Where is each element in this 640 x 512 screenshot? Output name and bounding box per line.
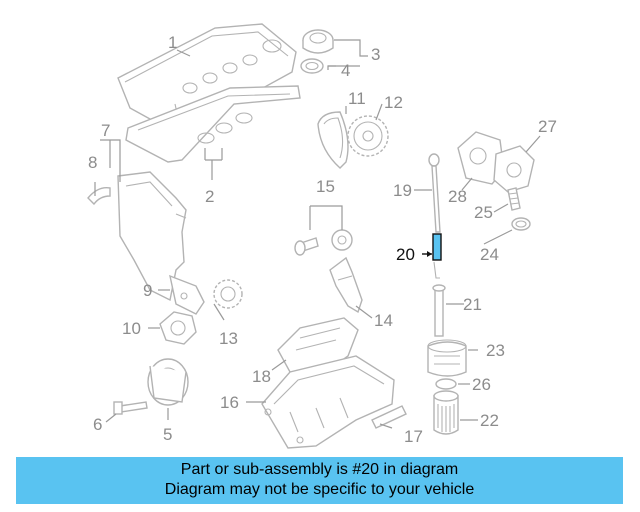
pressure-relief-spring bbox=[507, 187, 521, 211]
callout-10: 10 bbox=[122, 319, 141, 338]
timing-cover bbox=[117, 171, 187, 302]
callout-4: 4 bbox=[341, 61, 350, 80]
callout-11: 11 bbox=[348, 89, 366, 108]
callout-1: 1 bbox=[168, 33, 177, 52]
callout-20: 20 bbox=[396, 245, 415, 264]
filler-cap-seal bbox=[300, 58, 324, 74]
info-banner: Part or sub-assembly is #20 in diagram D… bbox=[16, 457, 623, 504]
callout-22: 22 bbox=[480, 411, 499, 430]
callout-21: 21 bbox=[463, 295, 482, 314]
timing-belt bbox=[317, 111, 349, 169]
callout-9: 9 bbox=[143, 281, 152, 300]
oil-filler-cap bbox=[302, 29, 334, 54]
callout-19: 19 bbox=[393, 181, 412, 200]
callout-8: 8 bbox=[88, 153, 97, 172]
mount-bracket bbox=[329, 256, 363, 314]
dipstick-guide-tube bbox=[432, 284, 446, 337]
callout-18: 18 bbox=[252, 367, 271, 386]
valve-cover-gasket bbox=[125, 85, 301, 163]
callout-20-leader bbox=[422, 251, 432, 257]
callout-25: 25 bbox=[474, 203, 493, 222]
callout-28: 28 bbox=[448, 187, 467, 206]
callout-24: 24 bbox=[480, 245, 499, 264]
oil-pan bbox=[261, 355, 395, 449]
callout-2: 2 bbox=[205, 187, 214, 206]
callout-6: 6 bbox=[93, 415, 102, 434]
callout-12: 12 bbox=[384, 93, 403, 112]
oil-pan-sensor bbox=[371, 405, 407, 429]
callout-23: 23 bbox=[486, 341, 505, 360]
crankshaft-pulley bbox=[159, 311, 197, 345]
crankshaft-gear bbox=[213, 279, 243, 309]
vibration-damper bbox=[147, 358, 189, 406]
banner-line-part: Part or sub-assembly is #20 in diagram bbox=[180, 461, 459, 478]
oil-filter bbox=[433, 390, 459, 435]
callout-14: 14 bbox=[374, 311, 393, 330]
filter-seal bbox=[435, 378, 457, 390]
cover-bracket bbox=[87, 187, 111, 206]
parts-diagram: 1 2 3 4 5 6 7 8 9 10 11 12 13 14 15 16 1… bbox=[87, 23, 557, 449]
callout-7: 7 bbox=[101, 121, 110, 140]
callout-13: 13 bbox=[219, 329, 238, 348]
callout-5: 5 bbox=[163, 425, 172, 444]
callout-26: 26 bbox=[472, 375, 491, 394]
callout-16: 16 bbox=[220, 393, 239, 412]
callout-3: 3 bbox=[371, 45, 380, 64]
dipstick-tube-highlighted bbox=[432, 233, 442, 279]
oil-dipstick bbox=[428, 153, 441, 233]
damper-bolt bbox=[113, 401, 148, 415]
o-ring-seal bbox=[511, 217, 531, 231]
callout-27: 27 bbox=[538, 117, 557, 136]
callout-15: 15 bbox=[316, 177, 335, 196]
oil-pump bbox=[457, 131, 535, 193]
callout-17: 17 bbox=[404, 427, 423, 446]
tensioner-pulley bbox=[294, 229, 353, 256]
leader-lines bbox=[94, 39, 541, 429]
tensioner-bracket bbox=[169, 274, 205, 315]
oil-filter-housing bbox=[427, 339, 467, 377]
camshaft-gear bbox=[347, 115, 389, 157]
banner-line-disclaimer: Diagram may not be specific to your vehi… bbox=[164, 481, 475, 498]
